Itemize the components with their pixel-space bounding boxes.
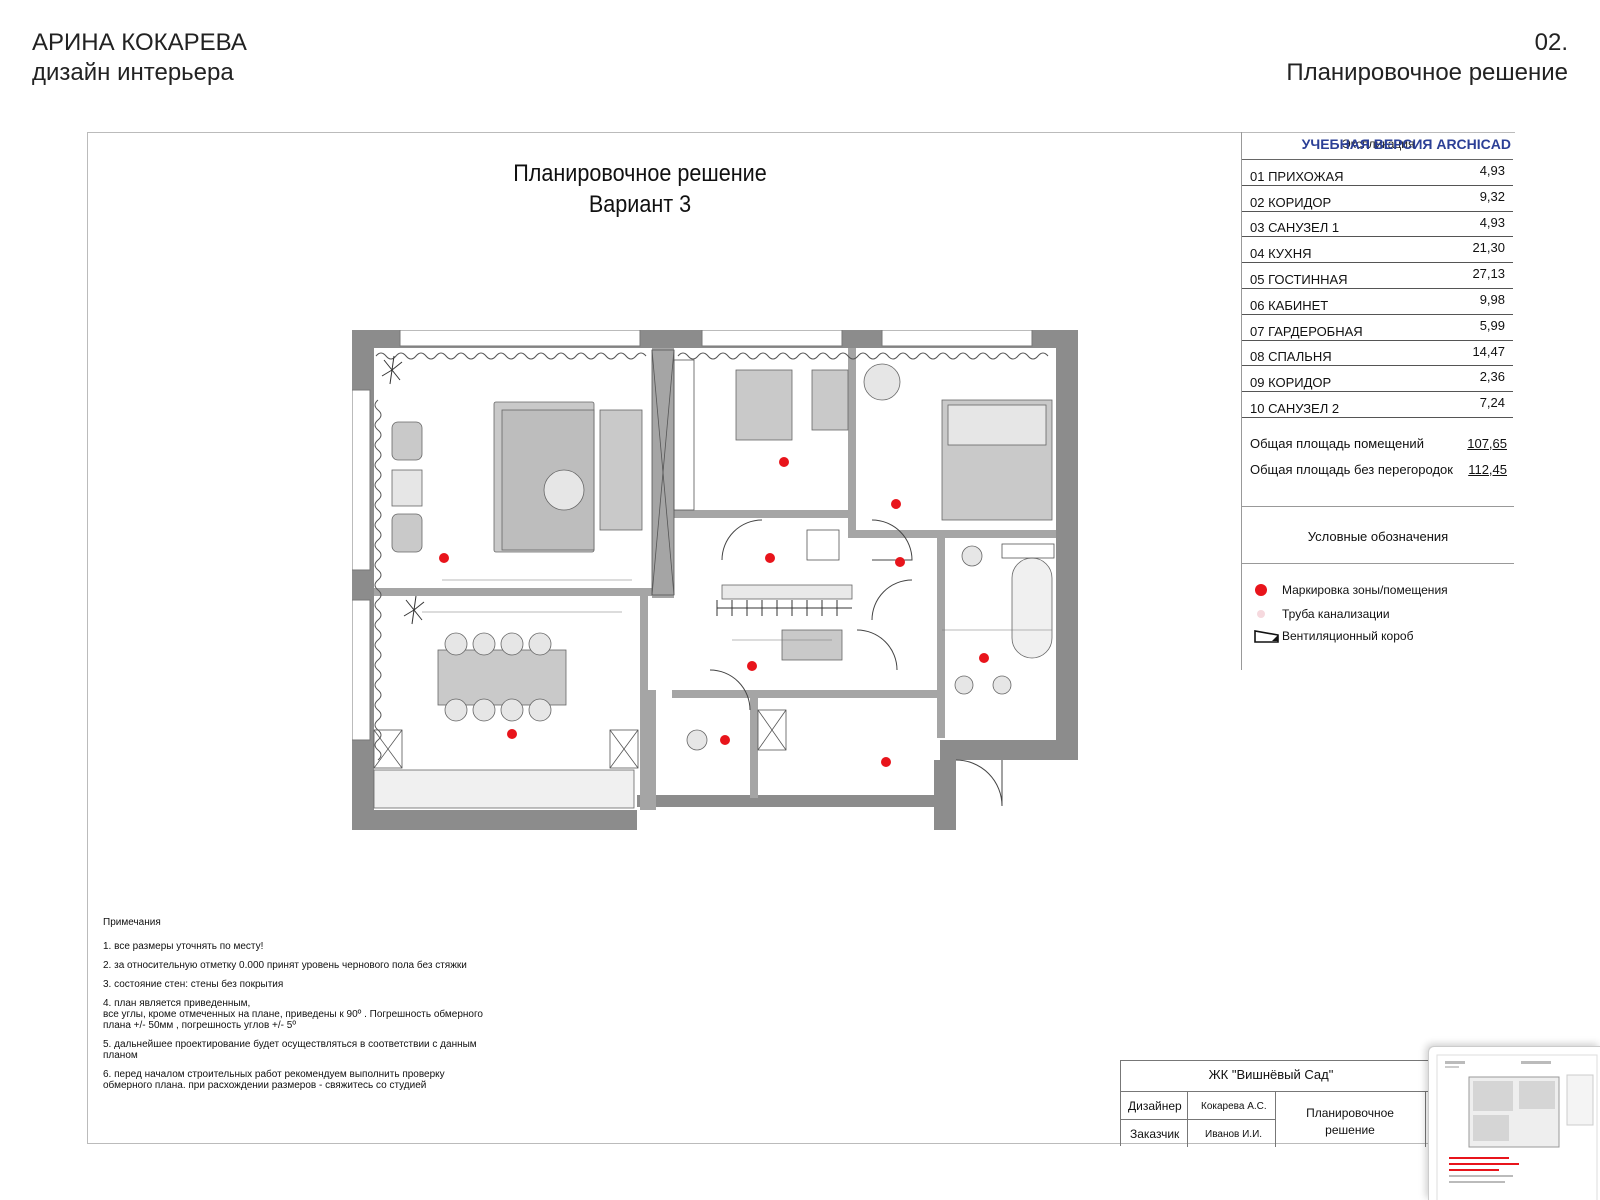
doors (709, 519, 1003, 807)
note-item: 5. дальнейшее проектирование будет осуще… (103, 1039, 477, 1061)
legend-item-zone: Маркировка зоны/помещения (1282, 583, 1448, 597)
legend-title: Условные обозначения (1307, 529, 1449, 544)
table-row: 02 КОРИДОР 9,32 (1242, 186, 1513, 212)
room-area: 9,32 (1479, 188, 1505, 204)
windows (352, 330, 1033, 741)
note-item: 4. план является приведенным, все углы, … (103, 998, 483, 1031)
gross-area-row: Общая площадь без перегородок 112,45 (1250, 462, 1507, 477)
curtain (374, 399, 382, 761)
explication-header: Экспликация УЧЕБНАЯ ВЕРСИЯ ARCHICAD (1242, 132, 1513, 160)
area-totals: Общая площадь помещений 107,65 Общая пло… (1242, 418, 1513, 477)
project-name: ЖК "Вишнёвый Сад" (1208, 1067, 1334, 1082)
explication-table: Экспликация УЧЕБНАЯ ВЕРСИЯ ARCHICAD 01 П… (1241, 132, 1514, 670)
notes-block: Примечания 1. все размеры уточнять по ме… (103, 917, 523, 1099)
room-area: 14,47 (1472, 343, 1505, 359)
notes-title: Примечания (103, 917, 161, 928)
note-item: 2. за относительную отметку 0.000 принят… (103, 960, 467, 971)
gross-area-value: 112,45 (1468, 461, 1507, 477)
room-area: 5,99 (1479, 317, 1505, 333)
author-name: АРИНА КОКАРЕВА (32, 29, 247, 56)
brand-block: АРИНА КОКАРЕВА дизайн интерьера (32, 28, 247, 88)
dimension-lines (422, 579, 1052, 641)
room-name: 08 СПАЛЬНЯ (1250, 349, 1332, 365)
room-name: 02 КОРИДОР (1250, 194, 1332, 210)
legend-item-pipe: Труба канализации (1282, 607, 1390, 621)
curtain (375, 352, 647, 360)
author-subtitle: дизайн интерьера (32, 59, 234, 86)
room-area: 27,13 (1472, 266, 1505, 282)
room-name: 07 ГАРДЕРОБНАЯ (1250, 323, 1363, 339)
title-block: ЖК "Вишнёвый Сад" Дизайнер Кокарева А.С.… (1120, 1060, 1451, 1147)
room-area: 2,36 (1479, 369, 1505, 385)
plan-title-line2: Вариант 3 (588, 191, 692, 218)
room-name: 09 КОРИДОР (1250, 375, 1332, 391)
table-row: 05 ГОСТИННАЯ 27,13 (1242, 263, 1513, 289)
legend-divider (1242, 563, 1514, 564)
table-row: 03 САНУЗЕЛ 1 4,93 (1242, 212, 1513, 238)
drawing-sheet (87, 132, 1515, 1144)
total-area-row: Общая площадь помещений 107,65 (1250, 436, 1507, 451)
floor-plan (352, 330, 1102, 848)
vent-duct-icon (1254, 630, 1279, 643)
legend-item-vent: Вентиляционный короб (1282, 629, 1414, 643)
page-heading: 02. Планировочное решение (1286, 28, 1568, 88)
gross-area-label: Общая площадь без перегородок (1250, 461, 1453, 477)
note-item: 3. состояние стен: стены без покрытия (103, 979, 284, 990)
room-list: 01 ПРИХОЖАЯ 4,93 02 КОРИДОР 9,32 03 САНУЗЕ… (1242, 160, 1513, 418)
room-area: 9,98 (1479, 291, 1505, 307)
furniture (373, 363, 1053, 809)
wardrobe-rail (716, 600, 852, 616)
client-name: Иванов И.И. (1205, 1129, 1263, 1140)
legend: Условные обозначения Маркировка зоны/пом… (1242, 506, 1514, 670)
table-row: 08 СПАЛЬНЯ 14,47 (1242, 341, 1513, 367)
plan-title: Планировочное решение Вариант 3 (460, 158, 820, 220)
room-name: 10 САНУЗЕЛ 2 (1250, 400, 1340, 416)
client-label: Заказчик (1130, 1127, 1180, 1141)
room-area: 21,30 (1472, 240, 1505, 256)
floor-plan-drawing (352, 330, 1078, 830)
table-row: 01 ПРИХОЖАЯ 4,93 (1242, 160, 1513, 186)
room-name: 05 ГОСТИННАЯ (1250, 271, 1348, 287)
page-title: Планировочное решение (1286, 59, 1568, 86)
designer-label: Дизайнер (1128, 1099, 1182, 1113)
red-circle-icon (1255, 584, 1267, 596)
plant-icon (381, 355, 425, 625)
total-area-value: 107,65 (1467, 435, 1507, 451)
curtain (677, 352, 1049, 360)
table-row: 04 КУХНЯ 21,30 (1242, 237, 1513, 264)
archicad-watermark: УЧЕБНАЯ ВЕРСИЯ ARCHICAD (1301, 136, 1511, 152)
explication-title: Экспликация (1342, 137, 1415, 151)
room-area: 7,24 (1479, 395, 1505, 411)
thumbnail-preview (1436, 1054, 1598, 1200)
sheet-title: Планировочное решение (1306, 1106, 1394, 1137)
note-item: 6. перед началом строительных работ реко… (103, 1069, 445, 1091)
total-area-label: Общая площадь помещений (1250, 435, 1424, 451)
table-row: 10 САНУЗЕЛ 2 7,24 (1242, 392, 1513, 418)
plan-title-line1: Планировочное решение (513, 160, 767, 187)
zone-markers (439, 457, 989, 767)
room-name: 06 КАБИНЕТ (1250, 297, 1329, 313)
room-name: 04 КУХНЯ (1250, 246, 1312, 262)
room-area: 4,93 (1479, 163, 1505, 178)
page-number: 02. (1534, 29, 1568, 56)
room-area: 4,93 (1479, 214, 1505, 230)
page-thumbnail[interactable] (1428, 1046, 1600, 1200)
note-item: 1. все размеры уточнять по месту! (103, 941, 264, 952)
room-name: 01 ПРИХОЖАЯ (1250, 168, 1344, 184)
storage-units (373, 349, 1055, 769)
designer-name: Кокарева А.С. (1201, 1101, 1267, 1112)
table-row: 06 КАБИНЕТ 9,98 (1242, 289, 1513, 315)
table-row: 07 ГАРДЕРОБНАЯ 5,99 (1242, 315, 1513, 341)
room-name: 03 САНУЗЕЛ 1 (1250, 220, 1340, 236)
table-row: 09 КОРИДОР 2,36 (1242, 366, 1513, 393)
pipe-circle-icon (1257, 610, 1265, 618)
